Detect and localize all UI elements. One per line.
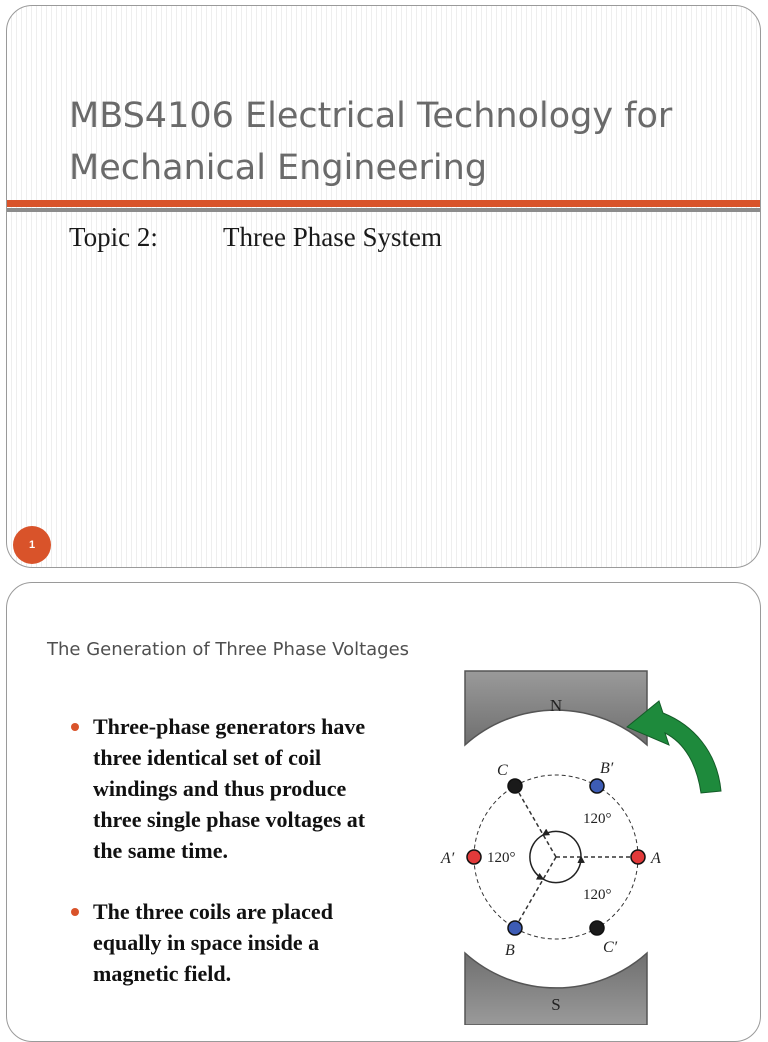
coil-b-label: B	[505, 942, 515, 959]
bullet-item: The three coils are placed equally in sp…	[67, 896, 397, 989]
slide-title: MBS4106 Electrical Technology for Mechan…	[69, 96, 673, 188]
coil-b-prime-conductor	[589, 778, 605, 794]
coil-a-label: A	[650, 850, 661, 867]
north-pole-piece	[464, 670, 648, 747]
bullet-item: Three-phase generators have three identi…	[67, 711, 397, 866]
angle-arc-lower	[542, 855, 585, 884]
north-pole-label: N	[550, 696, 562, 715]
topic-label: Topic 2:	[69, 222, 158, 252]
phase-axis-b	[518, 856, 557, 922]
title-divider-orange	[7, 200, 760, 207]
coil-c-label: C	[497, 762, 508, 779]
coil-b-conductor	[507, 920, 523, 936]
angle-label-upper: 120°	[583, 811, 612, 827]
rotation-arrow-icon	[626, 700, 722, 794]
south-pole-label: S	[551, 995, 560, 1014]
content-slide: The Generation of Three Phase Voltages T…	[6, 582, 761, 1042]
title-divider-gray	[7, 208, 760, 212]
angle-arc-left	[529, 834, 545, 880]
coil-b-prime-label: B′	[600, 760, 614, 777]
slide-subtitle: The Generation of Three Phase Voltages	[47, 639, 410, 660]
coil-a-conductor	[630, 849, 646, 865]
bullet-dot-icon	[71, 723, 79, 731]
coil-c-conductor	[507, 778, 523, 794]
angle-label-lower: 120°	[583, 887, 612, 903]
bullet-text: The three coils are placed equally in sp…	[93, 899, 333, 986]
coil-a-prime-label: A′	[440, 850, 455, 867]
phase-axis-c	[518, 792, 557, 858]
angle-label-left: 120°	[487, 850, 516, 866]
topic-name: Three Phase System	[223, 222, 442, 252]
coil-c-prime-conductor	[589, 920, 605, 936]
coil-c-prime-label: C′	[603, 939, 618, 956]
page-number-badge: 1	[13, 526, 51, 564]
three-phase-generator-diagram: N S 120° 120° 120° A A′ B′ B C C′	[440, 670, 722, 1025]
bullet-text: Three-phase generators have three identi…	[93, 714, 366, 863]
title-slide: MBS4106 Electrical Technology for Mechan…	[6, 5, 761, 568]
coil-a-prime-conductor	[466, 849, 482, 865]
bullet-list: Three-phase generators have three identi…	[67, 711, 397, 1019]
south-pole-piece	[464, 951, 648, 1025]
bullet-dot-icon	[71, 908, 79, 916]
angle-arc-upper	[541, 828, 582, 858]
